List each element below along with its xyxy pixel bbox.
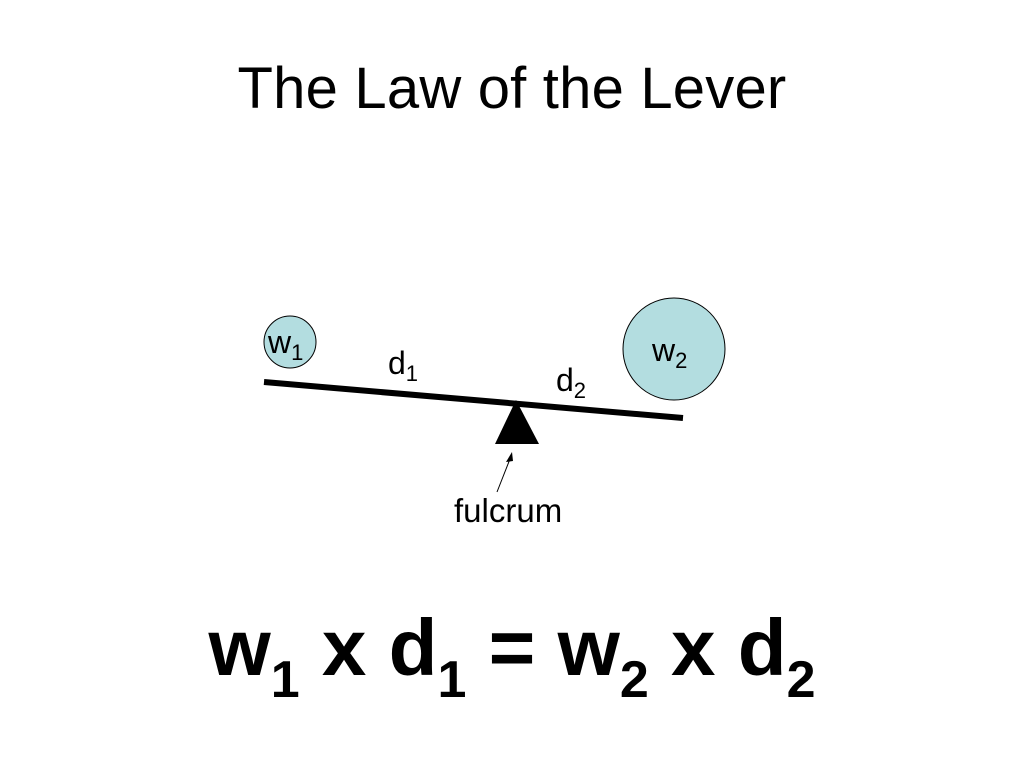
formula-d1-base: d bbox=[388, 603, 438, 692]
distance-2-label: d2 bbox=[556, 362, 586, 402]
distance-2-base: d bbox=[556, 362, 574, 398]
distance-1-base: d bbox=[388, 345, 406, 381]
formula-times-1: x bbox=[321, 603, 367, 692]
fulcrum-triangle bbox=[495, 400, 539, 444]
fulcrum-arrow-shaft bbox=[496, 458, 511, 493]
weight-1-label: w1 bbox=[268, 324, 303, 364]
distance-1-label: d1 bbox=[388, 345, 418, 385]
formula-times-2: x bbox=[670, 603, 716, 692]
formula-w1-base: w bbox=[208, 603, 271, 692]
weight-2-sub: 2 bbox=[675, 348, 688, 373]
weight-1-sub: 1 bbox=[291, 340, 304, 365]
distance-2-sub: 2 bbox=[573, 378, 587, 403]
lever-formula: w1 x d1 = w2 x d2 bbox=[0, 608, 1024, 707]
formula-w1: w1 bbox=[208, 603, 299, 707]
formula-w2-base: w bbox=[557, 603, 620, 692]
weight-1-circle bbox=[263, 315, 317, 369]
formula-w2-sub: 2 bbox=[619, 651, 649, 709]
formula-equals: = bbox=[488, 603, 536, 692]
formula-w1-sub: 1 bbox=[270, 651, 300, 709]
formula-d1-sub: 1 bbox=[437, 651, 467, 709]
distance-1-sub: 1 bbox=[405, 361, 419, 386]
formula-w2: w2 bbox=[557, 603, 649, 707]
formula-d2-sub: 2 bbox=[786, 651, 816, 709]
weight-1-base: w bbox=[268, 324, 292, 360]
formula-d1: d1 bbox=[388, 603, 467, 707]
weight-2-circle bbox=[622, 297, 726, 401]
formula-d2-base: d bbox=[737, 603, 787, 692]
fulcrum-arrow-head bbox=[506, 452, 513, 462]
weight-2-base: w bbox=[652, 332, 676, 368]
weight-2-label: w2 bbox=[652, 332, 687, 372]
slide-title: The Law of the Lever bbox=[237, 56, 787, 121]
formula-d2: d2 bbox=[737, 603, 816, 707]
lever-beam bbox=[263, 379, 684, 421]
fulcrum-label: fulcrum bbox=[454, 492, 563, 529]
